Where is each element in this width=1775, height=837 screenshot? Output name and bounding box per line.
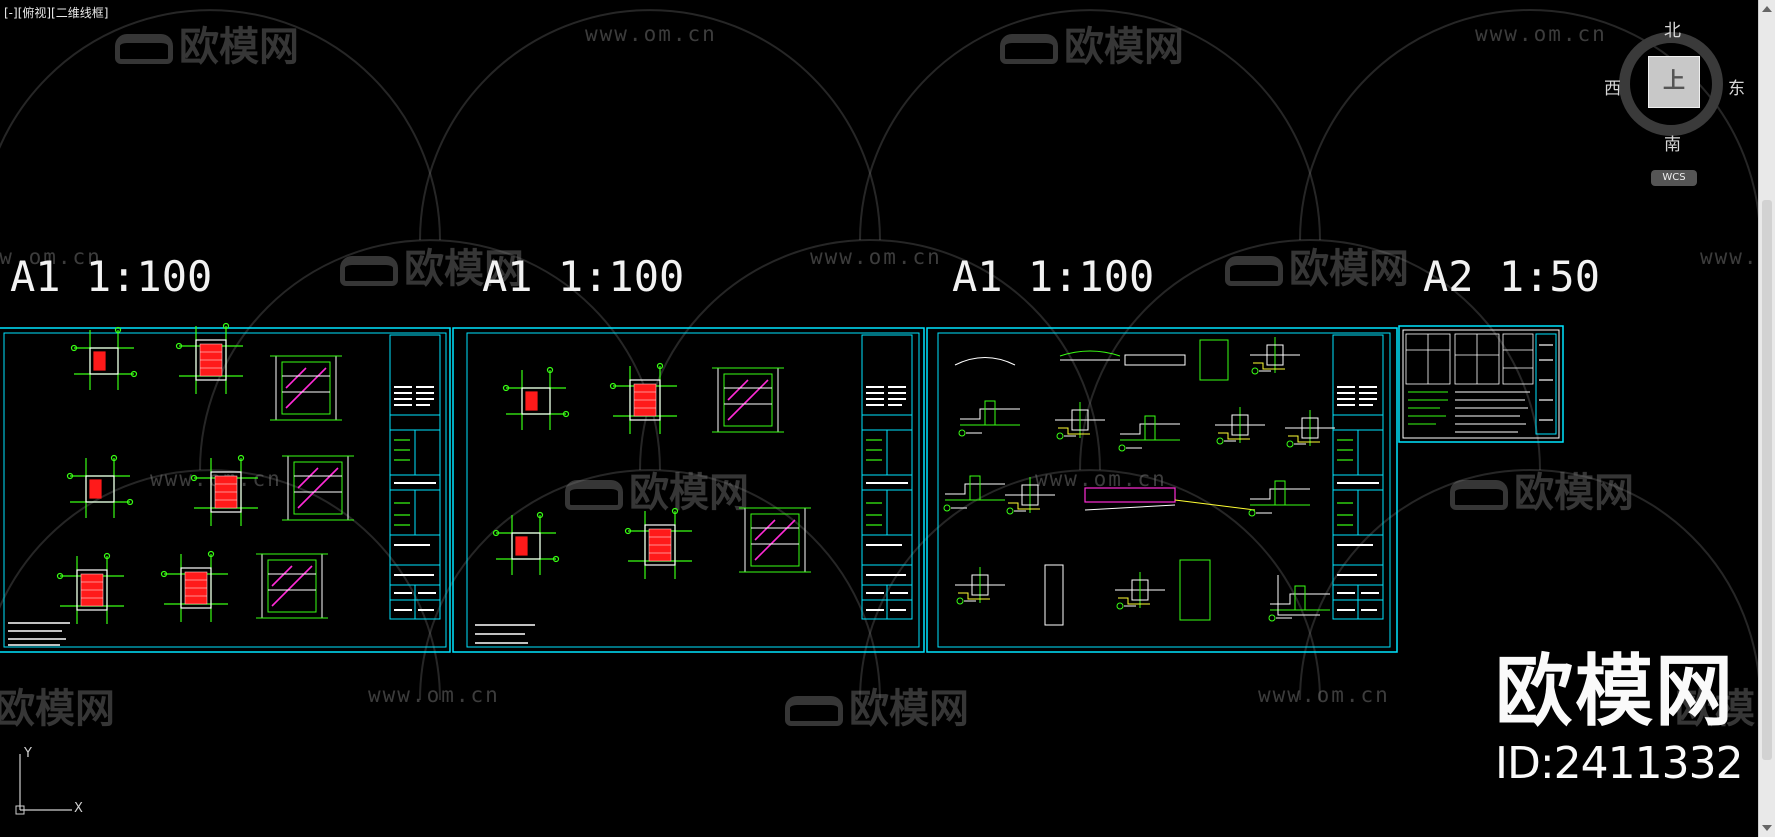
brand-id: ID:2411332 [1495,738,1744,789]
ucs-axes-icon [15,754,72,815]
viewcube-compass-ring[interactable] [1619,32,1723,136]
ucs-y-label: Y [24,746,32,761]
scroll-down-icon[interactable] [1762,825,1772,831]
viewcube[interactable]: 北 西 东 南 上 WCS [1604,14,1754,194]
sheet-3 [926,327,1398,653]
brand-watermark: 欧模网 ID:2411332 [1495,647,1744,790]
sheet-1 [0,322,451,653]
sheet-scale-label: A1 1:100 [952,252,1155,301]
scrollbar-thumb[interactable] [1762,200,1772,760]
ucs-x-label: X [74,801,83,816]
sheet-scale-label: A1 1:100 [482,252,685,301]
wcs-menu-button[interactable]: WCS [1651,170,1697,186]
compass-east[interactable]: 东 [1728,79,1745,99]
viewport-controls-label[interactable]: [-][俯视][二维线框] [4,6,109,20]
scroll-up-icon[interactable] [1762,6,1772,12]
sheet-scale-label: A1 1:100 [10,252,213,301]
sheet-scale-label: A2 1:50 [1423,252,1601,301]
compass-south[interactable]: 南 [1664,135,1681,155]
viewcube-top-face[interactable]: 上 [1648,56,1700,108]
ucs-icon: Y X [14,746,94,816]
compass-west[interactable]: 西 [1604,79,1621,99]
sheet-2 [452,327,925,653]
vertical-scrollbar[interactable] [1758,0,1775,837]
sheet-4 [1398,325,1564,443]
compass-north[interactable]: 北 [1664,21,1681,41]
brand-name: 欧模网 [1495,647,1736,737]
